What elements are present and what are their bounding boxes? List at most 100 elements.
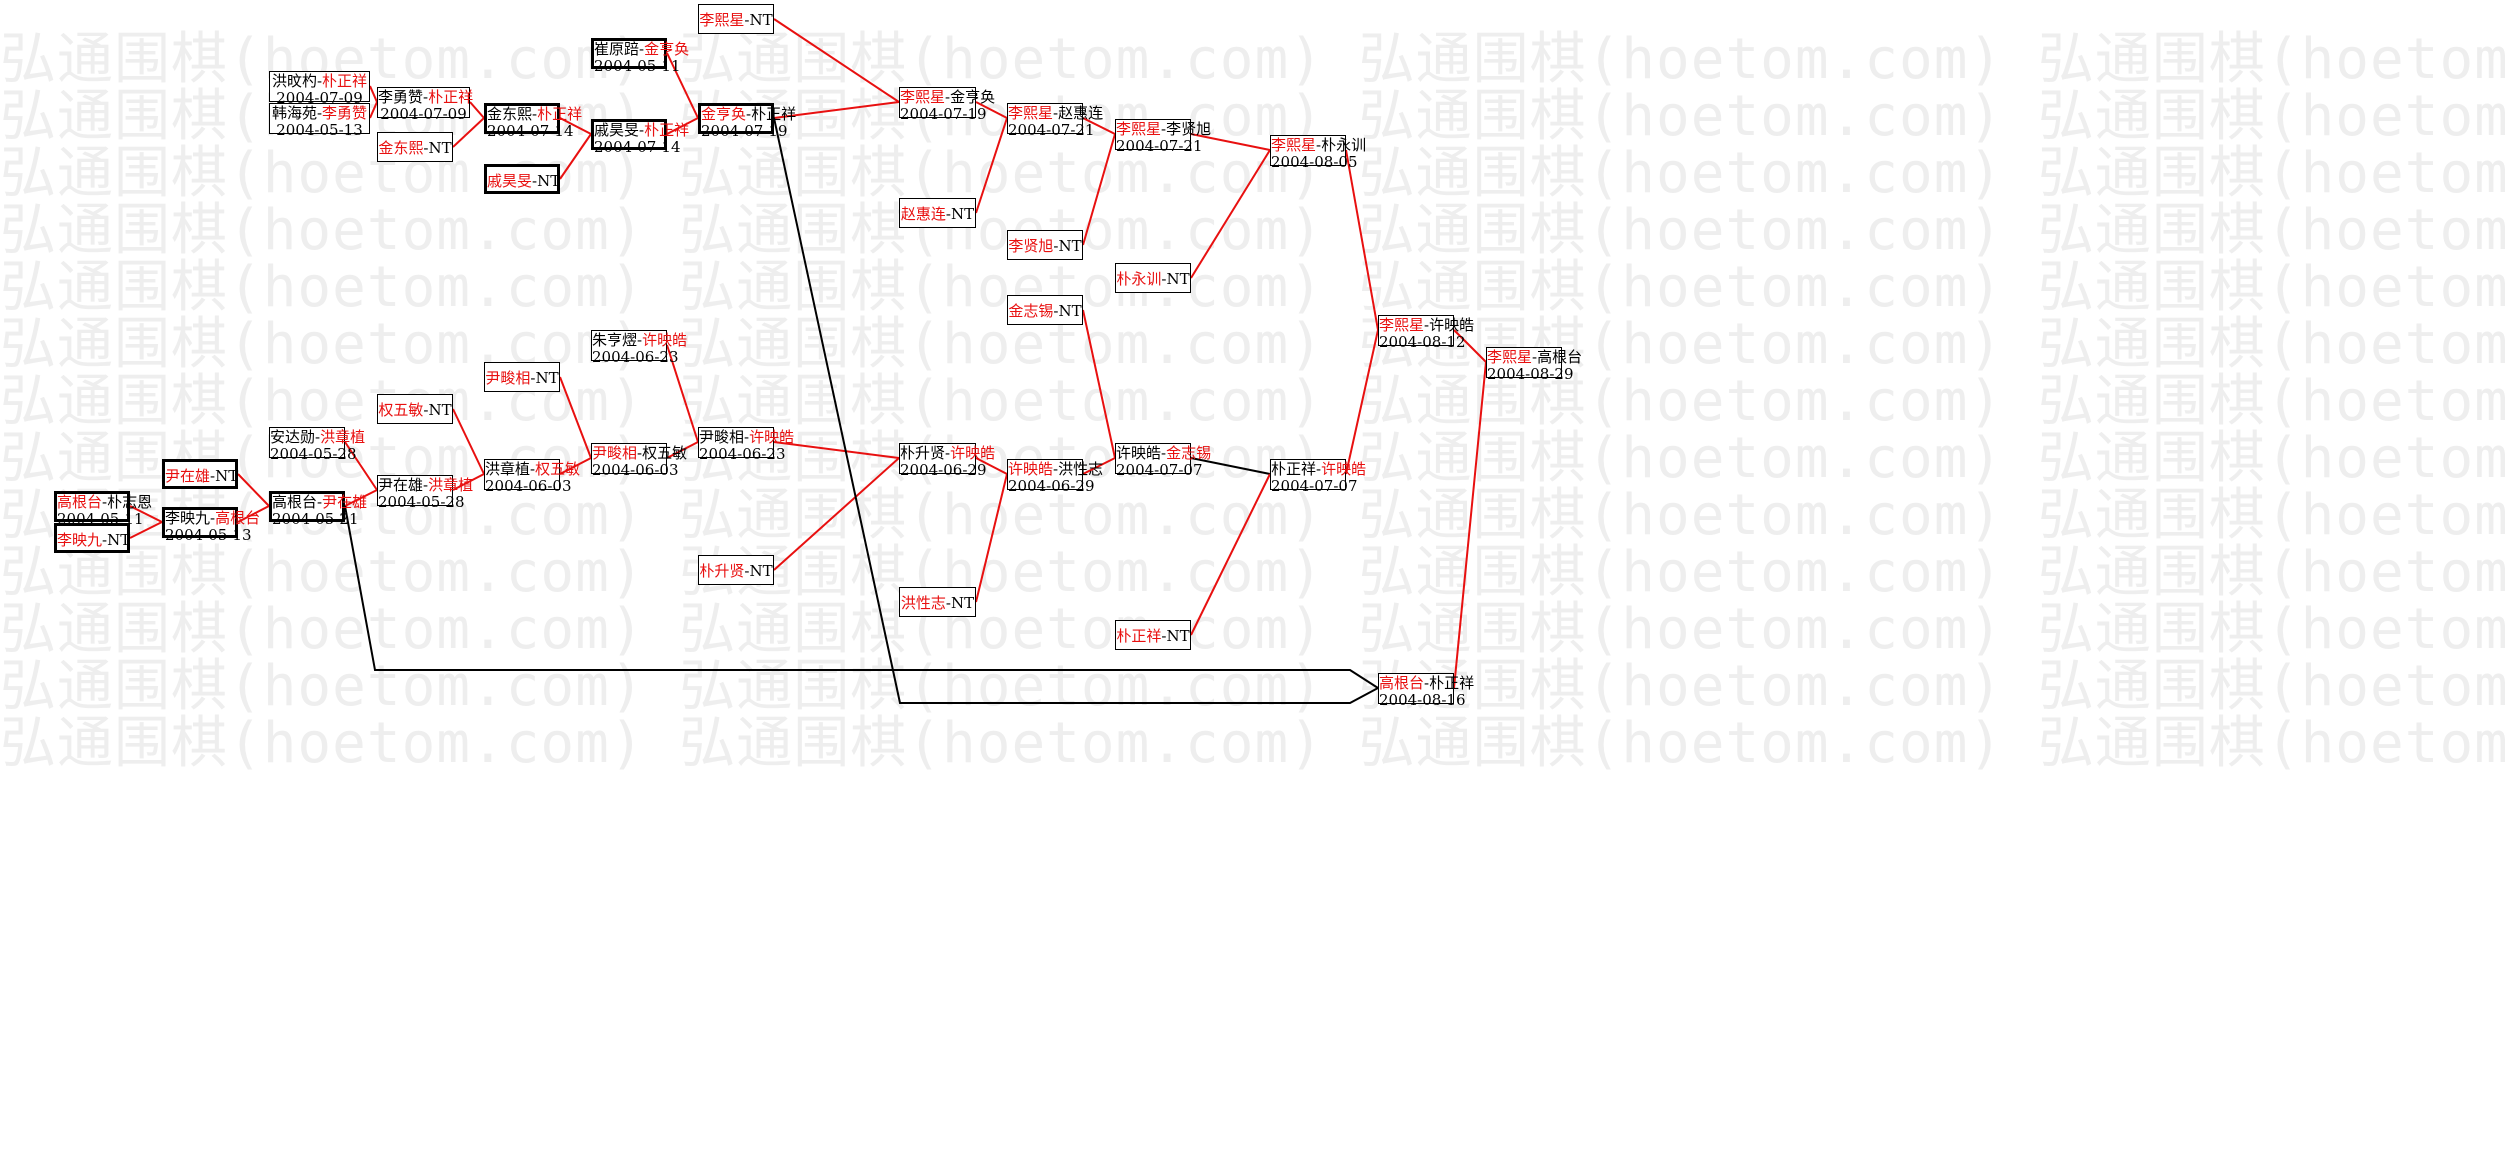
match-box: 戚昊旻-NT [484, 164, 560, 194]
match-players: 戚昊旻-NT [487, 172, 560, 190]
match-players: 李熙星-李贤旭 [1116, 120, 1211, 138]
match-players: 李映九-NT [57, 531, 130, 549]
player-name: 高根台 [1537, 348, 1583, 366]
match-players: 高根台-尹在雄 [272, 493, 367, 511]
match-players: 权五敏-NT [378, 401, 451, 419]
match-players: 安达勋-洪章植 [270, 428, 365, 446]
bracket-connector [975, 473, 1008, 603]
player-name: 李贤旭 [1008, 237, 1054, 255]
bracket-connector-long [773, 117, 1379, 704]
bracket-connector [237, 505, 270, 523]
match-box: 洪性志-NT [899, 587, 976, 617]
player-name: 朴正祥 [428, 88, 474, 106]
bracket-connector [975, 101, 1008, 119]
bracket-connector [1082, 309, 1116, 459]
player-name: 朴正祥 [1116, 627, 1162, 645]
match-date: 2004-06-23 [699, 445, 786, 463]
player-name: 朱亨熤 [592, 331, 638, 349]
match-box: 李贤旭-NT [1007, 230, 1083, 260]
versus-dash: - [316, 72, 323, 90]
match-players: 朴升贤-NT [699, 562, 772, 580]
match-date: 2004-06-03 [592, 461, 679, 479]
versus-dash: - [423, 401, 429, 419]
player-name: 洪章植 [428, 476, 474, 494]
watermark-text: 弘通围棋(hoetom.com) 弘通围棋(hoetom.com) 弘通围棋(h… [0, 711, 2505, 776]
versus-dash: - [744, 562, 750, 580]
match-players: 金志锡-NT [1008, 302, 1081, 320]
match-box: 金东熙-NT [377, 132, 453, 162]
player-name: 高根台 [215, 509, 261, 527]
match-date: 2004-07-07 [1116, 461, 1203, 479]
player-name: 高根台 [57, 493, 103, 511]
player-name: 李熙星 [699, 11, 745, 29]
player-name: 尹在雄 [322, 493, 368, 511]
versus-dash: - [1316, 460, 1322, 478]
match-date: 2004-05-11 [594, 57, 681, 75]
match-box: 朴正祥-NT [1115, 620, 1191, 650]
match-players: 朴永训-NT [1116, 270, 1189, 288]
player-name: 金志锡 [1166, 444, 1212, 462]
match-date: 2004-07-19 [900, 105, 987, 123]
bracket-connector [1345, 329, 1379, 475]
match-date: 2004-06-29 [1008, 477, 1095, 495]
bracket-connector [559, 457, 592, 475]
versus-dash: - [1161, 270, 1167, 288]
player-name: 尹畯相 [699, 428, 745, 446]
player-name: 李熙星 [900, 88, 946, 106]
player-name: NT [1058, 302, 1082, 320]
player-name: 朴正祥 [1271, 460, 1317, 478]
player-name: NT [428, 139, 452, 157]
versus-dash: - [1053, 237, 1059, 255]
player-name: NT [215, 467, 239, 485]
versus-dash: - [316, 104, 323, 122]
match-box: 李映九-NT [54, 523, 130, 553]
player-name: 朴正祥 [644, 121, 690, 139]
match-players: 李熙星-赵惠连 [1008, 104, 1103, 122]
match-players: 李熙星-NT [699, 11, 772, 29]
versus-dash: - [1053, 460, 1059, 478]
player-name: 李熙星 [1379, 316, 1425, 334]
match-players: 洪旼杓-朴正祥 [272, 72, 367, 90]
player-name: 李熙星 [1008, 104, 1054, 122]
versus-dash: - [945, 594, 951, 612]
versus-dash: - [530, 460, 536, 478]
watermark-text: 弘通围棋(hoetom.com) 弘通围棋(hoetom.com) 弘通围棋(h… [0, 255, 2505, 320]
bracket-connector [344, 441, 378, 491]
player-name: 安达勋 [270, 428, 316, 446]
player-name: 权五敏 [642, 444, 688, 462]
player-name: 李熙星 [1116, 120, 1162, 138]
player-name: 赵惠连 [1058, 104, 1104, 122]
versus-dash: - [423, 476, 429, 494]
bracket-connector [773, 457, 900, 571]
match-date: 2004-07-19 [701, 122, 788, 140]
match-date: 2004-06-03 [485, 477, 572, 495]
player-name: 朴正祥 [322, 72, 368, 90]
player-name: 洪旼杓 [271, 72, 317, 90]
player-name: 许映皓 [642, 331, 688, 349]
bracket-connector [559, 117, 592, 135]
match-date: 2004-05-28 [378, 493, 465, 511]
player-name: 金东熙 [378, 139, 424, 157]
match-players: 李熙星-许映皓 [1379, 316, 1474, 334]
player-name: 权五敏 [535, 460, 581, 478]
versus-dash: - [945, 444, 951, 462]
bracket-connector [129, 505, 163, 523]
match-date: 2004-08-05 [1271, 153, 1358, 171]
match-players: 金东熙-NT [378, 139, 451, 157]
player-name: NT [1166, 270, 1190, 288]
versus-dash: - [102, 531, 108, 549]
player-name: 李映九 [165, 509, 211, 527]
match-players: 尹畯相-权五敏 [592, 444, 687, 462]
match-box: 赵惠连-NT [899, 198, 976, 228]
